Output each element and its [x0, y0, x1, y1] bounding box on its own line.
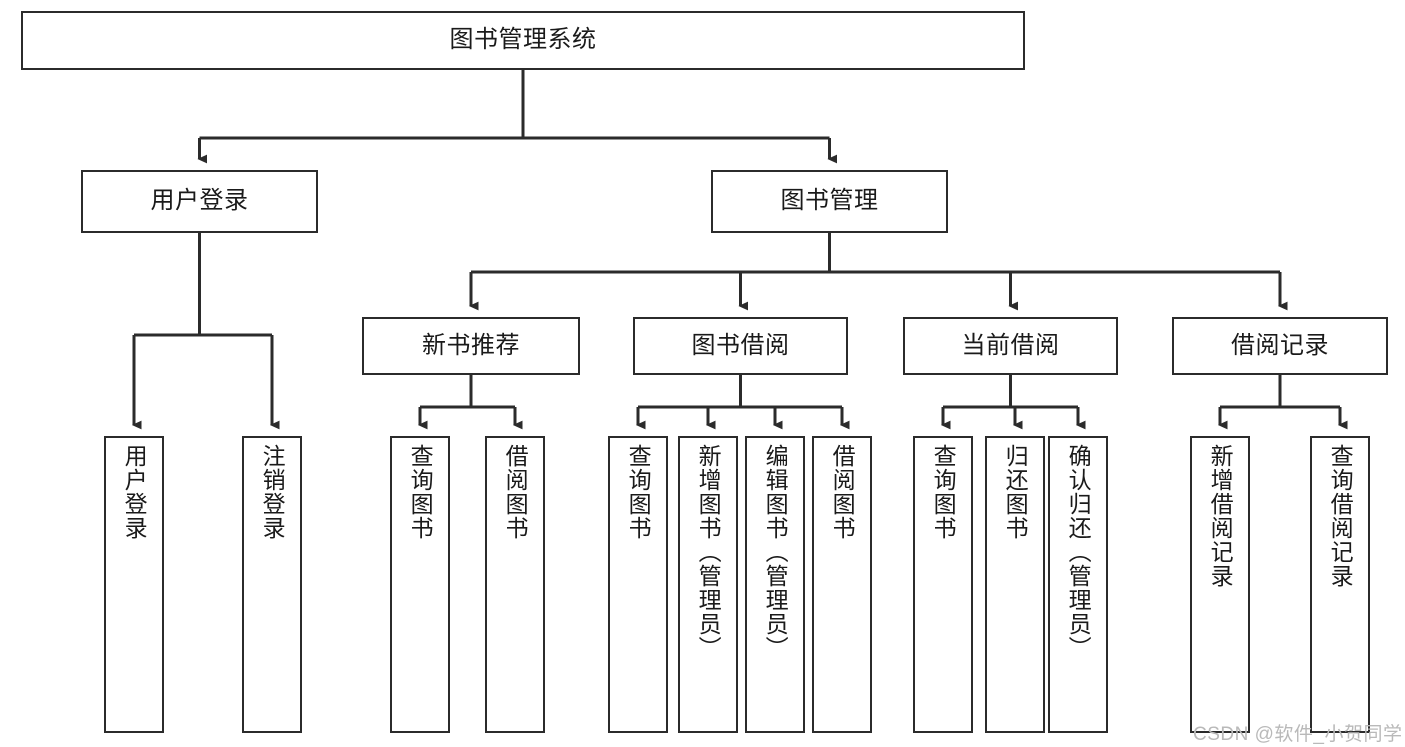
node-leaf-cur-3[interactable]: 确认归还（管理员） — [1048, 436, 1108, 733]
node-bookmgmt[interactable]: 图书管理 — [711, 170, 948, 233]
node-label: 借阅记录 — [1231, 331, 1329, 359]
node-label: 当前借阅 — [961, 331, 1060, 359]
node-label: 用户登录 — [150, 187, 249, 215]
node-leaf-bor-1[interactable]: 查询图书 — [608, 436, 668, 733]
node-login[interactable]: 用户登录 — [81, 170, 318, 233]
node-leaf-rec-2[interactable]: 查询借阅记录 — [1310, 436, 1370, 733]
node-label: 新书推荐 — [422, 331, 520, 359]
node-leaf-login-1[interactable]: 用户登录 — [104, 436, 164, 733]
node-leaf-login-2[interactable]: 注销登录 — [242, 436, 302, 733]
node-label: 图书借阅 — [691, 331, 790, 359]
node-current[interactable]: 当前借阅 — [903, 317, 1118, 375]
node-label: 注销登录 — [259, 444, 286, 540]
node-records[interactable]: 借阅记录 — [1172, 317, 1388, 375]
node-label: 图书管理 — [780, 187, 879, 215]
node-label: 新增图书（管理员） — [695, 444, 722, 660]
node-label: 归还图书 — [1002, 444, 1029, 540]
node-newbooks[interactable]: 新书推荐 — [362, 317, 580, 375]
node-label: 查询图书 — [407, 444, 434, 540]
node-label: 确认归还（管理员） — [1065, 444, 1092, 660]
node-label: 查询借阅记录 — [1327, 444, 1354, 588]
node-leaf-new-1[interactable]: 查询图书 — [390, 436, 450, 733]
node-root[interactable]: 图书管理系统 — [21, 11, 1025, 70]
node-leaf-new-2[interactable]: 借阅图书 — [485, 436, 545, 733]
node-leaf-bor-3[interactable]: 编辑图书（管理员） — [745, 436, 805, 733]
node-leaf-cur-1[interactable]: 查询图书 — [913, 436, 973, 733]
node-leaf-bor-4[interactable]: 借阅图书 — [812, 436, 872, 733]
node-label: 用户登录 — [121, 444, 148, 540]
node-leaf-rec-1[interactable]: 新增借阅记录 — [1190, 436, 1250, 733]
node-label: 查询图书 — [625, 444, 652, 540]
node-label: 查询图书 — [930, 444, 957, 540]
node-label: 编辑图书（管理员） — [762, 444, 789, 660]
node-leaf-bor-2[interactable]: 新增图书（管理员） — [678, 436, 738, 733]
node-label: 图书管理系统 — [449, 26, 597, 54]
node-leaf-cur-2[interactable]: 归还图书 — [985, 436, 1045, 733]
node-borrow[interactable]: 图书借阅 — [633, 317, 848, 375]
node-label: 借阅图书 — [829, 444, 856, 540]
node-label: 借阅图书 — [502, 444, 529, 540]
node-label: 新增借阅记录 — [1207, 444, 1234, 588]
